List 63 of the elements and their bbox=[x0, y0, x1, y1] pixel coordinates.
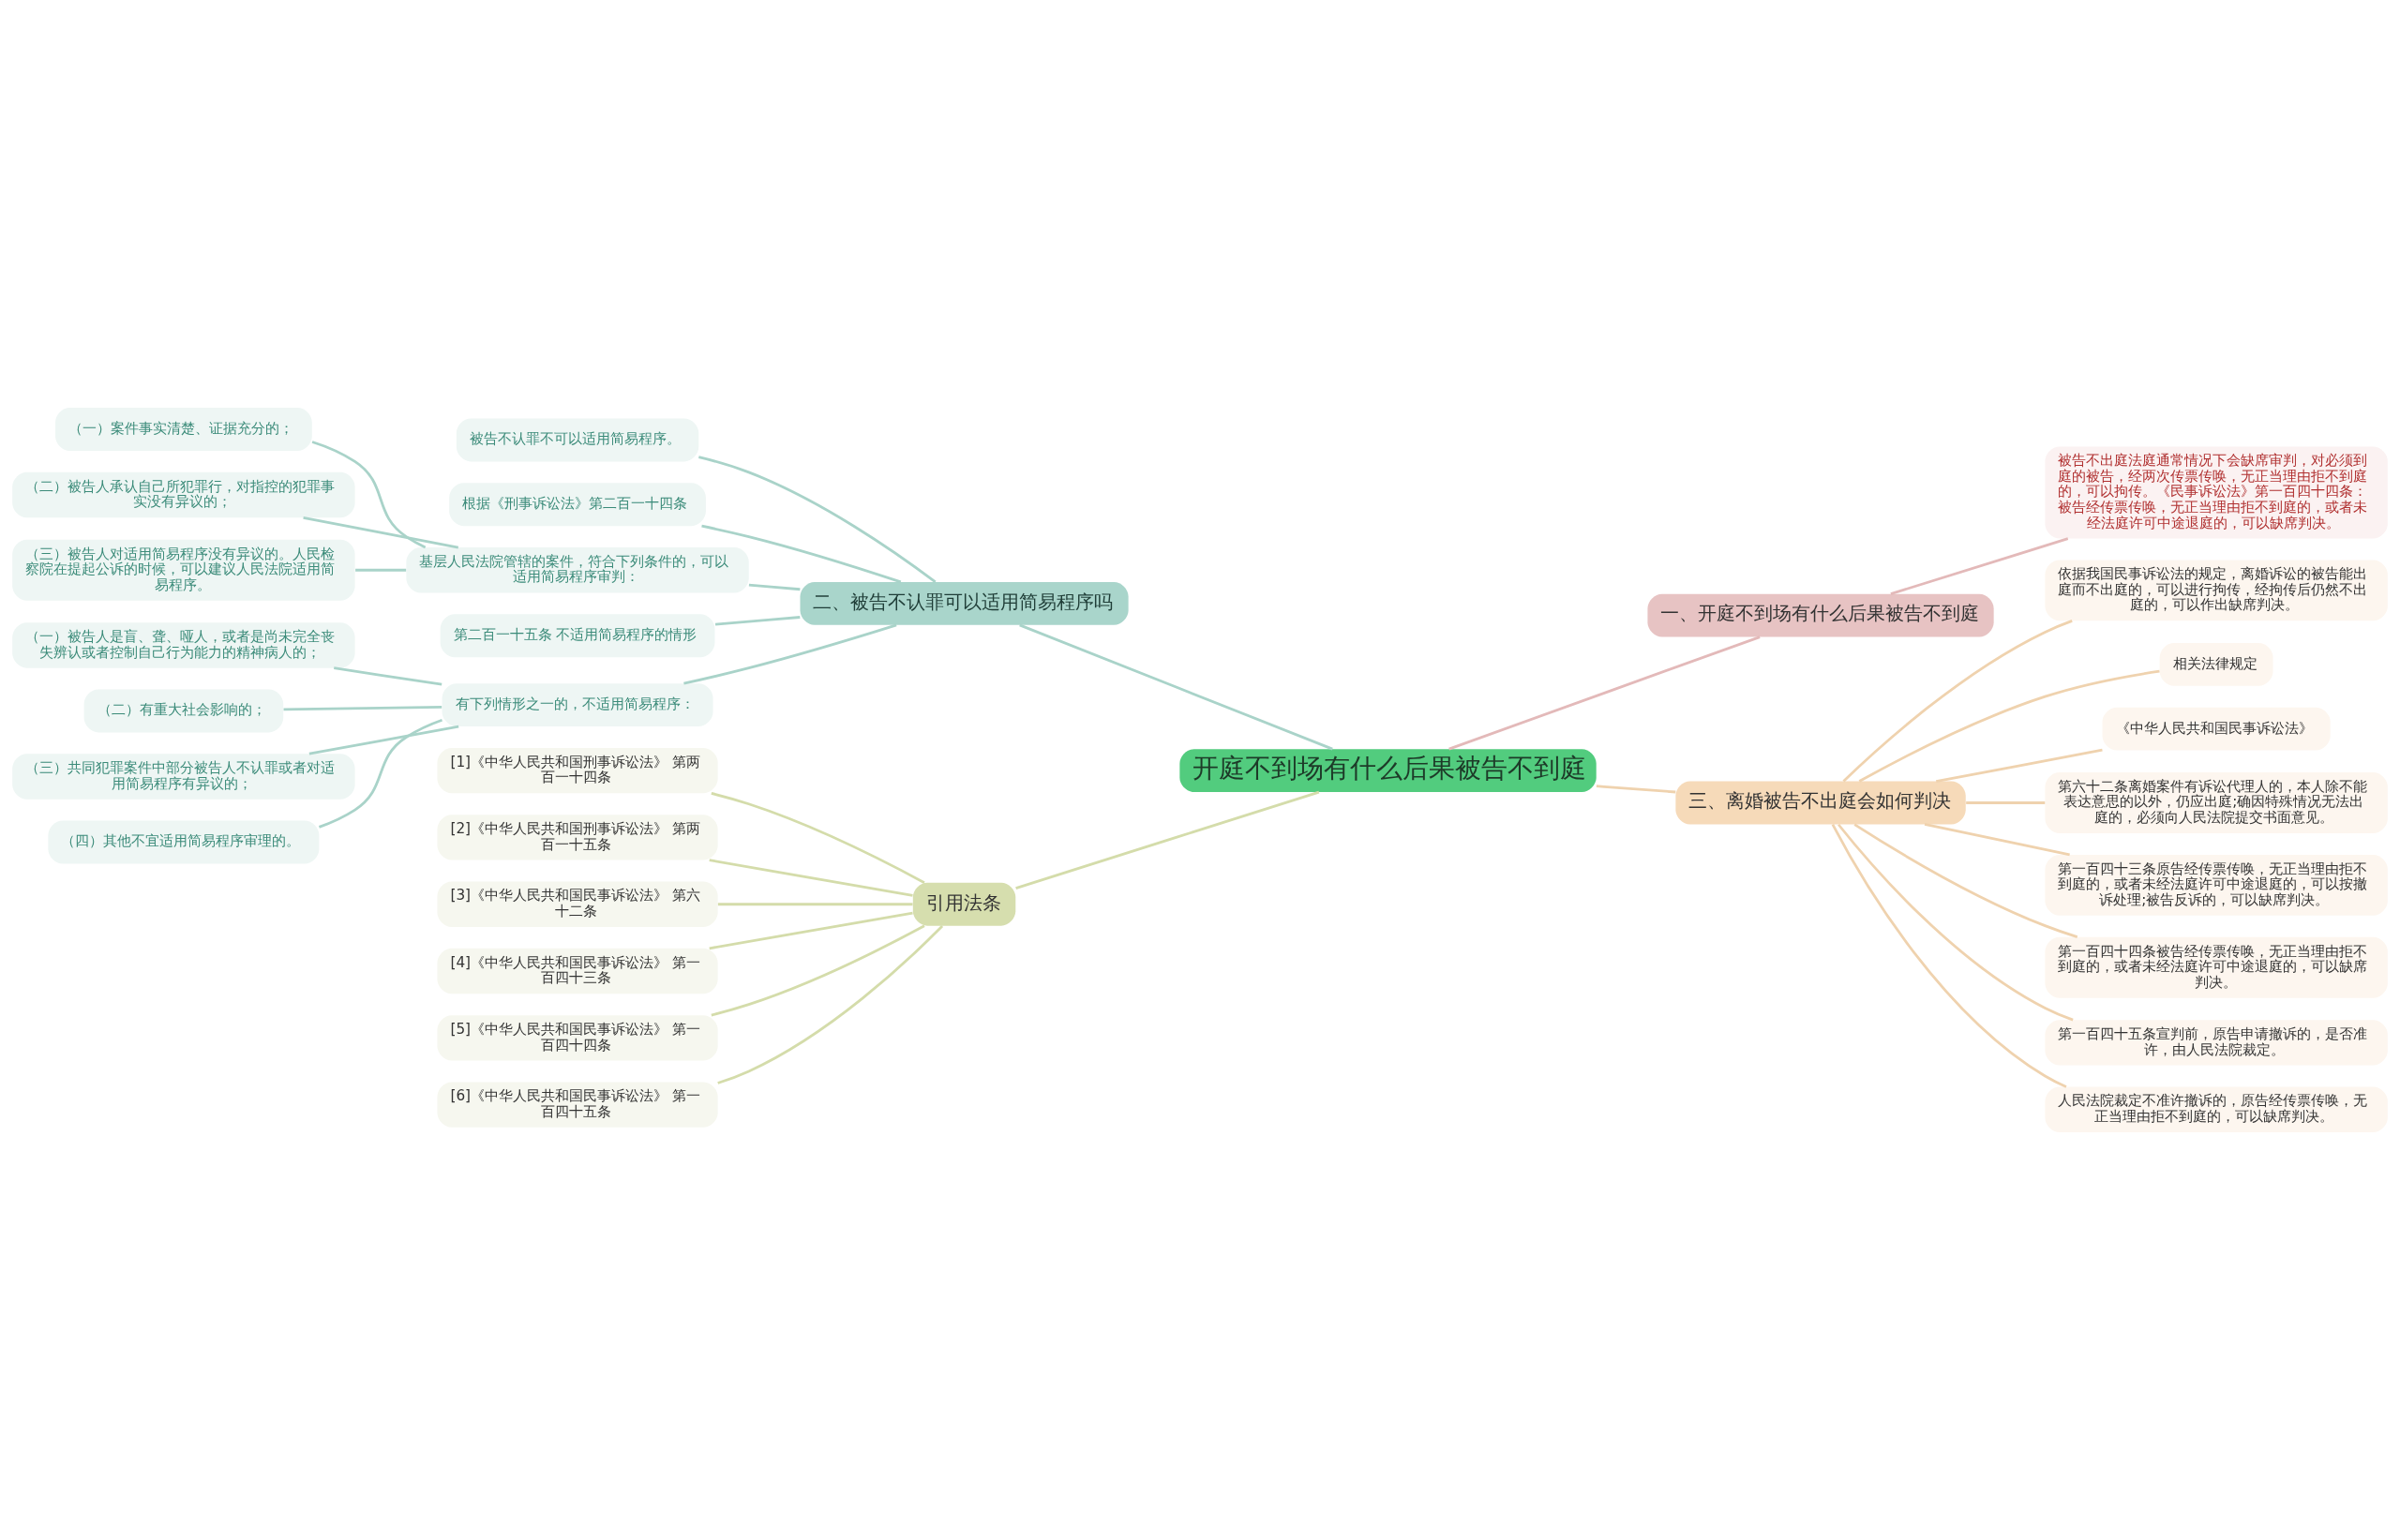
node-box: [1]《中华人民共和国刑事诉讼法》 第两百一十四条 bbox=[437, 747, 718, 794]
connector bbox=[311, 441, 427, 549]
node-box: 开庭不到场有什么后果被告不到庭 bbox=[1179, 749, 1597, 793]
node-box: [5]《中华人民共和国民事诉讼法》 第一百四十四条 bbox=[437, 1015, 718, 1061]
node-box: 有下列情形之一的，不适用简易程序： bbox=[442, 683, 713, 727]
connector bbox=[1448, 635, 1761, 751]
node-box: 根据《刑事诉讼法》第二百一十四条 bbox=[449, 483, 706, 527]
node-box: 二、被告不认罪可以适用简易程序吗 bbox=[800, 582, 1129, 625]
node-box: [3]《中华人民共和国民事诉讼法》 第六十二条 bbox=[437, 881, 718, 927]
node-box: （三）被告人对适用简易程序没有异议的。人民检察院在提起公诉的时候，可以建议人民法院适用简易程序。 bbox=[12, 539, 355, 601]
node-box: 第一百四十四条被告经传票传唤，无正当理由拒不到庭的，或者未经法庭许可中途退庭的，可以缺席判决。 bbox=[2045, 936, 2388, 998]
node-box: （三）共同犯罪案件中部分被告人不认罪或者对适用简易程序有异议的； bbox=[12, 754, 355, 800]
node-box: 相关法律规定 bbox=[2159, 642, 2273, 686]
node-box: 一、开庭不到场有什么后果被告不到庭 bbox=[1647, 593, 1994, 637]
connector bbox=[711, 792, 925, 884]
node-box: 第六十二条离婚案件有诉讼代理人的，本人除不能表达意思的以外，仍应出庭;确因特殊情况无法出庭的，必须向人民法院提交书面意见。 bbox=[2045, 772, 2388, 833]
connector bbox=[355, 568, 407, 572]
node-box: 被告不认罪不可以适用简易程序。 bbox=[456, 418, 699, 462]
connector bbox=[709, 859, 913, 897]
node-box: （一）案件事实清楚、证据充分的； bbox=[55, 408, 312, 451]
node-box: （一）被告人是盲、聋、哑人，或者是尚未完全丧失辨认或者控制自己行为能力的精神病人的； bbox=[12, 622, 355, 668]
connector bbox=[711, 924, 925, 1017]
connector bbox=[1019, 623, 1333, 751]
connector bbox=[1838, 823, 2074, 1022]
connector bbox=[1831, 824, 2067, 1088]
connector bbox=[1890, 537, 2069, 595]
connector bbox=[1596, 785, 1676, 794]
node-box: 被告不出庭法庭通常情况下会缺席审判，对必须到庭的被告，经两次传票传唤，无正当理由拒不到庭的，可以拘传。《民事诉讼法》第一百四十四条：被告经传票传唤，无正当理由拒不到庭的，或者未经法庭许可中途退庭的，可以缺席判决。 bbox=[2045, 446, 2388, 539]
connector bbox=[1853, 823, 2078, 938]
connector bbox=[698, 456, 937, 583]
connector bbox=[334, 666, 442, 686]
node-box: 第一百四十五条宣判前，原告申请撤诉的，是否准许，由人民法院裁定。 bbox=[2045, 1020, 2388, 1066]
node-box: 《中华人民共和国民事诉讼法》 bbox=[2102, 707, 2331, 751]
connector bbox=[714, 616, 801, 626]
connector bbox=[303, 516, 459, 549]
node-box: [2]《中华人民共和国刑事诉讼法》 第两百一十五条 bbox=[437, 815, 718, 860]
connector bbox=[709, 911, 913, 950]
connector bbox=[283, 705, 442, 711]
connector bbox=[683, 623, 897, 685]
node-box: 依据我国民事诉讼法的规定，离婚诉讼的被告能出庭而不出庭的，可以进行拘传，经拘传后仍然不出庭的，可以作出缺席判决。 bbox=[2045, 560, 2388, 621]
connector bbox=[318, 718, 442, 829]
connector bbox=[1966, 801, 2046, 804]
node-box: 基层人民法院管辖的案件，符合下列条件的，可以适用简易程序审判： bbox=[406, 547, 749, 593]
connector bbox=[748, 583, 801, 591]
node-box: 人民法院裁定不准许撤诉的，原告经传票传唤，无正当理由拒不到庭的，可以缺席判决。 bbox=[2045, 1086, 2388, 1132]
connector bbox=[1935, 748, 2103, 783]
connector bbox=[1924, 823, 2070, 857]
connector bbox=[717, 925, 944, 1084]
node-box: （二）有重大社会影响的； bbox=[83, 689, 284, 733]
node-box: [6]《中华人民共和国民事诉讼法》 第一百四十五条 bbox=[437, 1082, 718, 1128]
connector bbox=[717, 903, 913, 906]
connector bbox=[1015, 790, 1320, 890]
connector bbox=[1858, 669, 2160, 783]
node-box: （二）被告人承认自己所犯罪行，对指控的犯罪事实没有异议的； bbox=[12, 471, 355, 518]
connector bbox=[1842, 620, 2073, 783]
node-box: 引用法条 bbox=[912, 882, 1016, 926]
node-box: （四）其他不宜适用简易程序审理的。 bbox=[48, 820, 320, 864]
node-box: 三、离婚被告不出庭会如何判决 bbox=[1675, 781, 1966, 825]
node-box: 第一百四十三条原告经传票传唤，无正当理由拒不到庭的，或者未经法庭许可中途退庭的，可以按撤诉处理;被告反诉的，可以缺席判决。 bbox=[2045, 854, 2388, 916]
connector bbox=[308, 725, 459, 755]
connector bbox=[701, 524, 902, 584]
node-box: 第二百一十五条 不适用简易程序的情形 bbox=[440, 614, 715, 658]
node-box: [4]《中华人民共和国民事诉讼法》 第一百四十三条 bbox=[437, 948, 718, 994]
